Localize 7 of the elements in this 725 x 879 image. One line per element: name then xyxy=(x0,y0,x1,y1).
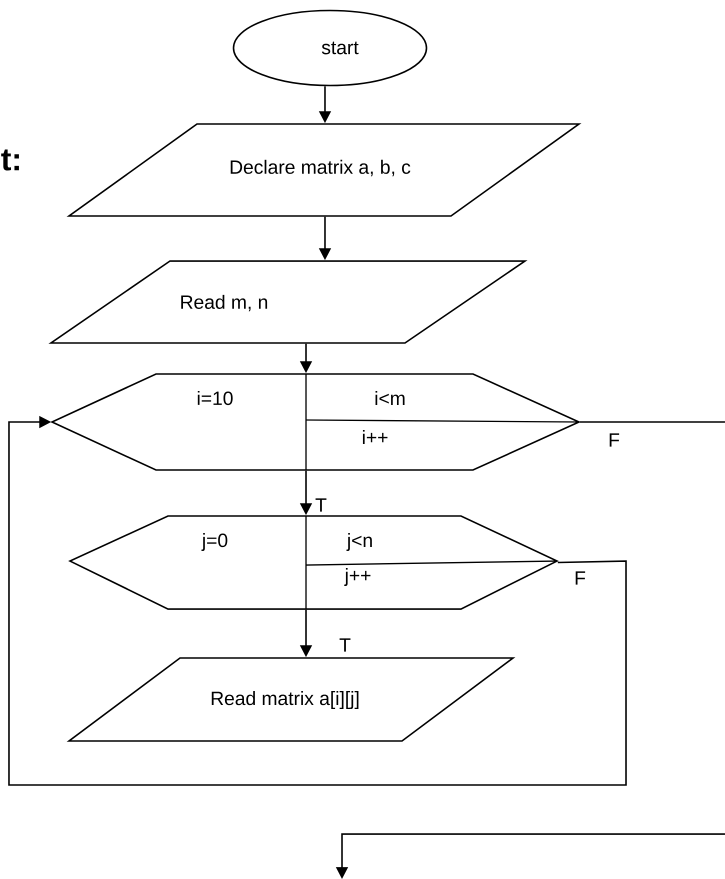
edge-label: T xyxy=(338,637,352,653)
edge-label: F xyxy=(572,570,588,586)
terminal-oval: start xyxy=(232,10,428,86)
title-text: t: xyxy=(1,150,19,171)
edge-label: T xyxy=(314,497,328,513)
arrow xyxy=(8,416,627,786)
edge-label: F xyxy=(606,432,622,448)
